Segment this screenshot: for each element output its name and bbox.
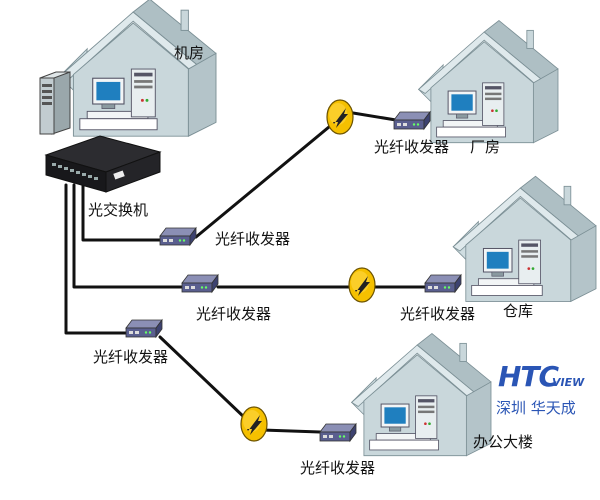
server-room-building [59, 0, 217, 137]
cable-to-factory-a [81, 183, 164, 242]
transceiver-label-switch-factory: 光纤收发器 [215, 230, 290, 248]
transceiver-label-factory: 光纤收发器 [374, 138, 449, 156]
office-building [351, 333, 492, 457]
brand-logo: HTC VIEW 深圳 华天成 [496, 360, 585, 417]
transceiver-switch-office-icon [125, 319, 163, 338]
brand-subtitle: 深圳 华天成 [496, 399, 576, 417]
office-label: 办公大楼 [473, 433, 533, 451]
transceiver-label-switch-warehouse: 光纤收发器 [196, 305, 271, 323]
cable-to-factory-b [194, 120, 337, 239]
switch-label: 光交换机 [88, 201, 148, 219]
cable-to-office-c [260, 428, 322, 434]
transceiver-label-warehouse: 光纤收发器 [400, 305, 475, 323]
fiber-link-office-icon [240, 406, 268, 442]
factory-building [418, 20, 559, 144]
cable-to-warehouse-a [72, 183, 184, 289]
fiber-link-warehouse-icon [348, 267, 376, 303]
cables [64, 110, 427, 434]
transceiver-switch-warehouse-icon [181, 274, 219, 293]
transceiver-label-switch-office: 光纤收发器 [93, 348, 168, 366]
transceiver-factory-icon [393, 111, 431, 130]
transceiver-label-office: 光纤收发器 [300, 459, 375, 477]
server-room-label: 机房 [174, 44, 204, 62]
brand-logo-main: HTC [498, 360, 560, 393]
transceiver-switch-factory-icon [159, 227, 197, 246]
fiber-link-factory-icon [326, 99, 354, 135]
server-tower-icon [39, 71, 71, 135]
cable-to-factory-c [345, 110, 398, 122]
factory-label: 厂房 [470, 138, 500, 156]
transceiver-office-icon [319, 423, 357, 442]
cable-to-office-a [64, 183, 129, 335]
brand-logo-suffix: VIEW [552, 376, 585, 389]
transceiver-warehouse-icon [424, 274, 462, 293]
optical-switch-icon [44, 135, 162, 193]
cable-to-office-b [158, 335, 247, 420]
warehouse-label: 仓库 [503, 302, 533, 320]
warehouse-building [452, 175, 597, 302]
